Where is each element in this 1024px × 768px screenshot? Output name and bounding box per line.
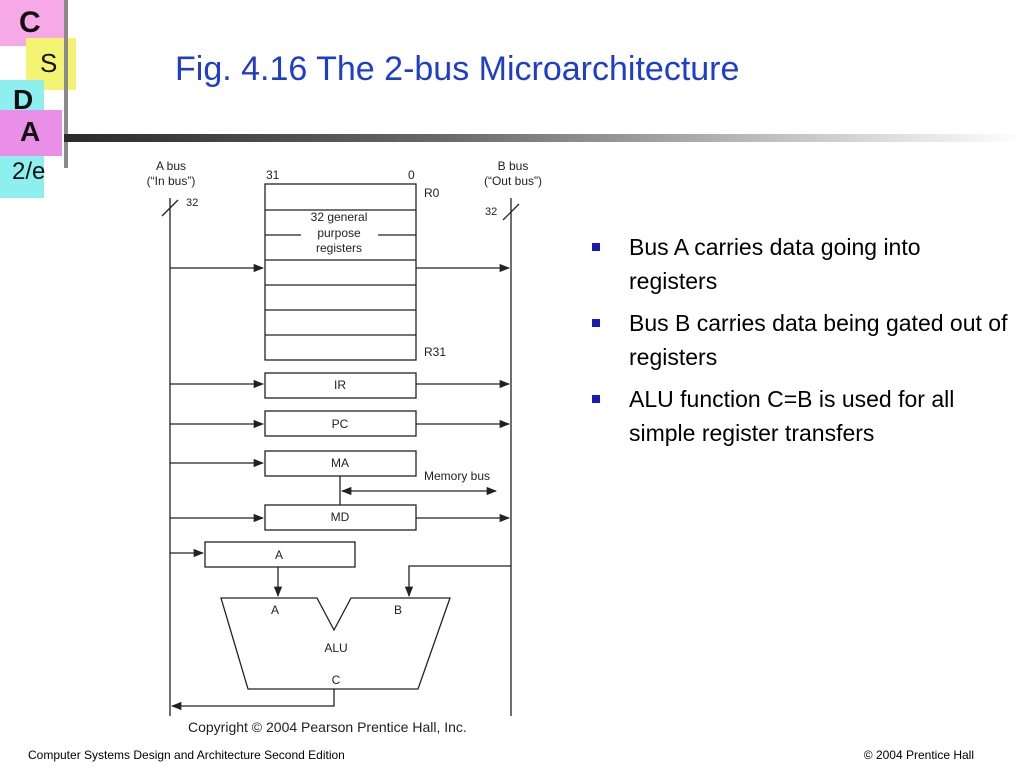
pc-register <box>264 410 417 437</box>
r0-label: R0 <box>424 186 440 200</box>
copyright-label: Copyright © 2004 Pearson Prentice Hall, … <box>188 719 467 735</box>
register-file <box>264 183 417 361</box>
a-bus-slash <box>161 199 179 217</box>
a-bus-width: 32 <box>186 197 198 209</box>
memory-bus-label: Memory bus <box>424 469 490 483</box>
b-bus-width: 32 <box>485 206 497 218</box>
footer-right: © 2004 Prentice Hall <box>863 748 974 762</box>
a-bus-label: A bus <box>156 159 186 173</box>
a-bus-sub: (“In bus”) <box>147 174 196 188</box>
logo-vertical-rule <box>64 0 68 168</box>
logo-letter-a: A <box>20 116 41 147</box>
bullet-item: Bus B carries data being gated out of re… <box>592 306 1012 374</box>
logo-letter-d: D <box>13 84 34 115</box>
b-bus-slash <box>502 203 520 221</box>
footer-left: Computer Systems Design and Architecture… <box>28 748 345 762</box>
gpr-label-line2: purpose <box>317 226 361 240</box>
bit-low-label: 0 <box>408 168 415 182</box>
alu-input-b-label: B <box>394 603 402 617</box>
b-bus-label: B bus <box>498 159 529 173</box>
logo-magenta-tile <box>0 110 62 156</box>
microarchitecture-diagram: A bus (“In bus”) B bus (“Out bus”) 32 32… <box>147 159 542 735</box>
bit-high-label: 31 <box>266 168 280 182</box>
slide-title: Fig. 4.16 The 2-bus Microarchitecture <box>175 50 740 88</box>
logo-letter-s: S <box>40 48 58 78</box>
pc-label: PC <box>332 417 349 431</box>
bullet-text: Bus A carries data going into registers <box>629 234 921 294</box>
bullet-text: Bus B carries data being gated out of re… <box>629 310 1008 370</box>
md-register <box>264 504 417 531</box>
bullet-square-icon <box>592 243 600 251</box>
title-underline <box>64 134 1024 142</box>
logo-edition: 2/e <box>12 158 46 185</box>
ir-register <box>264 372 417 399</box>
alu-output-c-label: C <box>332 673 341 687</box>
bullet-square-icon <box>592 319 600 327</box>
r31-label: R31 <box>424 345 446 359</box>
bullet-item: Bus A carries data going into registers <box>592 230 1012 298</box>
md-label: MD <box>331 510 350 524</box>
alu-label: ALU <box>324 641 347 655</box>
ir-label: IR <box>334 378 346 392</box>
a-register <box>204 541 356 568</box>
bullet-item: ALU function C=B is used for all simple … <box>592 382 1012 450</box>
a-register-label: A <box>275 548 283 562</box>
ma-label: MA <box>331 456 349 470</box>
b-bus-sub: (“Out bus”) <box>484 174 542 188</box>
alu-input-a-label: A <box>271 603 279 617</box>
ma-register <box>264 450 417 477</box>
logo-letter-c: C <box>19 6 41 39</box>
gpr-label-line1: 32 general <box>311 210 368 224</box>
alu-shape <box>220 597 451 690</box>
bullet-square-icon <box>592 395 600 403</box>
gpr-label-line3: registers <box>316 241 362 255</box>
bullet-text: ALU function C=B is used for all simple … <box>629 386 955 446</box>
bullet-list: Bus A carries data going into registers … <box>592 230 1012 458</box>
